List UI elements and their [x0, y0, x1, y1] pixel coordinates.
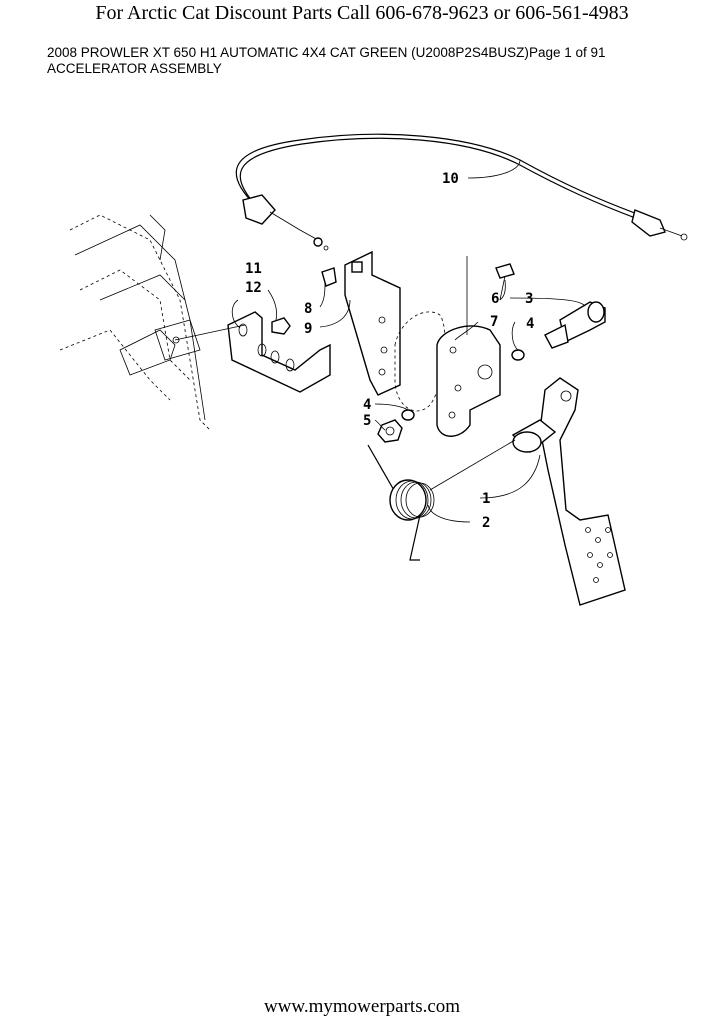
- callout-9: 9: [304, 321, 312, 337]
- callout-6: 6: [491, 291, 499, 307]
- leader-lines: [174, 159, 586, 523]
- gasket-outline: [394, 311, 446, 412]
- callout-2: 2: [482, 515, 490, 531]
- document-header: 2008 PROWLER XT 650 H1 AUTOMATIC 4X4 CAT…: [47, 45, 707, 77]
- accelerator-pedal: [511, 377, 626, 606]
- callout-5: 5: [363, 413, 371, 429]
- callout-1: 1: [482, 491, 490, 507]
- callout-8: 8: [304, 301, 312, 317]
- lock-nut: [377, 419, 403, 443]
- callout-4-lower: 4: [363, 397, 371, 413]
- pedal-mount-plate: [321, 250, 401, 396]
- bolt-6: [495, 263, 515, 301]
- page-indicator: Page 1 of 91: [528, 45, 606, 60]
- callout-12: 12: [245, 280, 262, 296]
- o-ring-upper: [511, 349, 525, 361]
- callout-11: 11: [245, 261, 262, 277]
- website-footer: www.mymowerparts.com: [263, 996, 461, 1017]
- torsion-spring: [367, 439, 516, 561]
- mounting-bracket: [227, 311, 331, 393]
- part-callouts: 10 11 12 8 9 6 3 7 4 4 5 1 2: [245, 171, 534, 531]
- throttle-cable: [235, 133, 688, 251]
- model-title: 2008 PROWLER XT 650 H1 AUTOMATIC 4X4 CAT…: [47, 45, 529, 60]
- o-ring-lower: [401, 409, 415, 421]
- discount-banner: For Arctic Cat Discount Parts Call 606-6…: [95, 2, 629, 24]
- pivot-plate: [436, 256, 501, 437]
- callout-7: 7: [490, 314, 498, 330]
- callout-10: 10: [442, 171, 459, 187]
- callout-3: 3: [525, 291, 533, 307]
- section-title: ACCELERATOR ASSEMBLY: [47, 61, 222, 76]
- shoulder-bolt: [544, 301, 606, 349]
- frame-outline: [59, 214, 211, 431]
- callout-4-upper: 4: [526, 316, 534, 332]
